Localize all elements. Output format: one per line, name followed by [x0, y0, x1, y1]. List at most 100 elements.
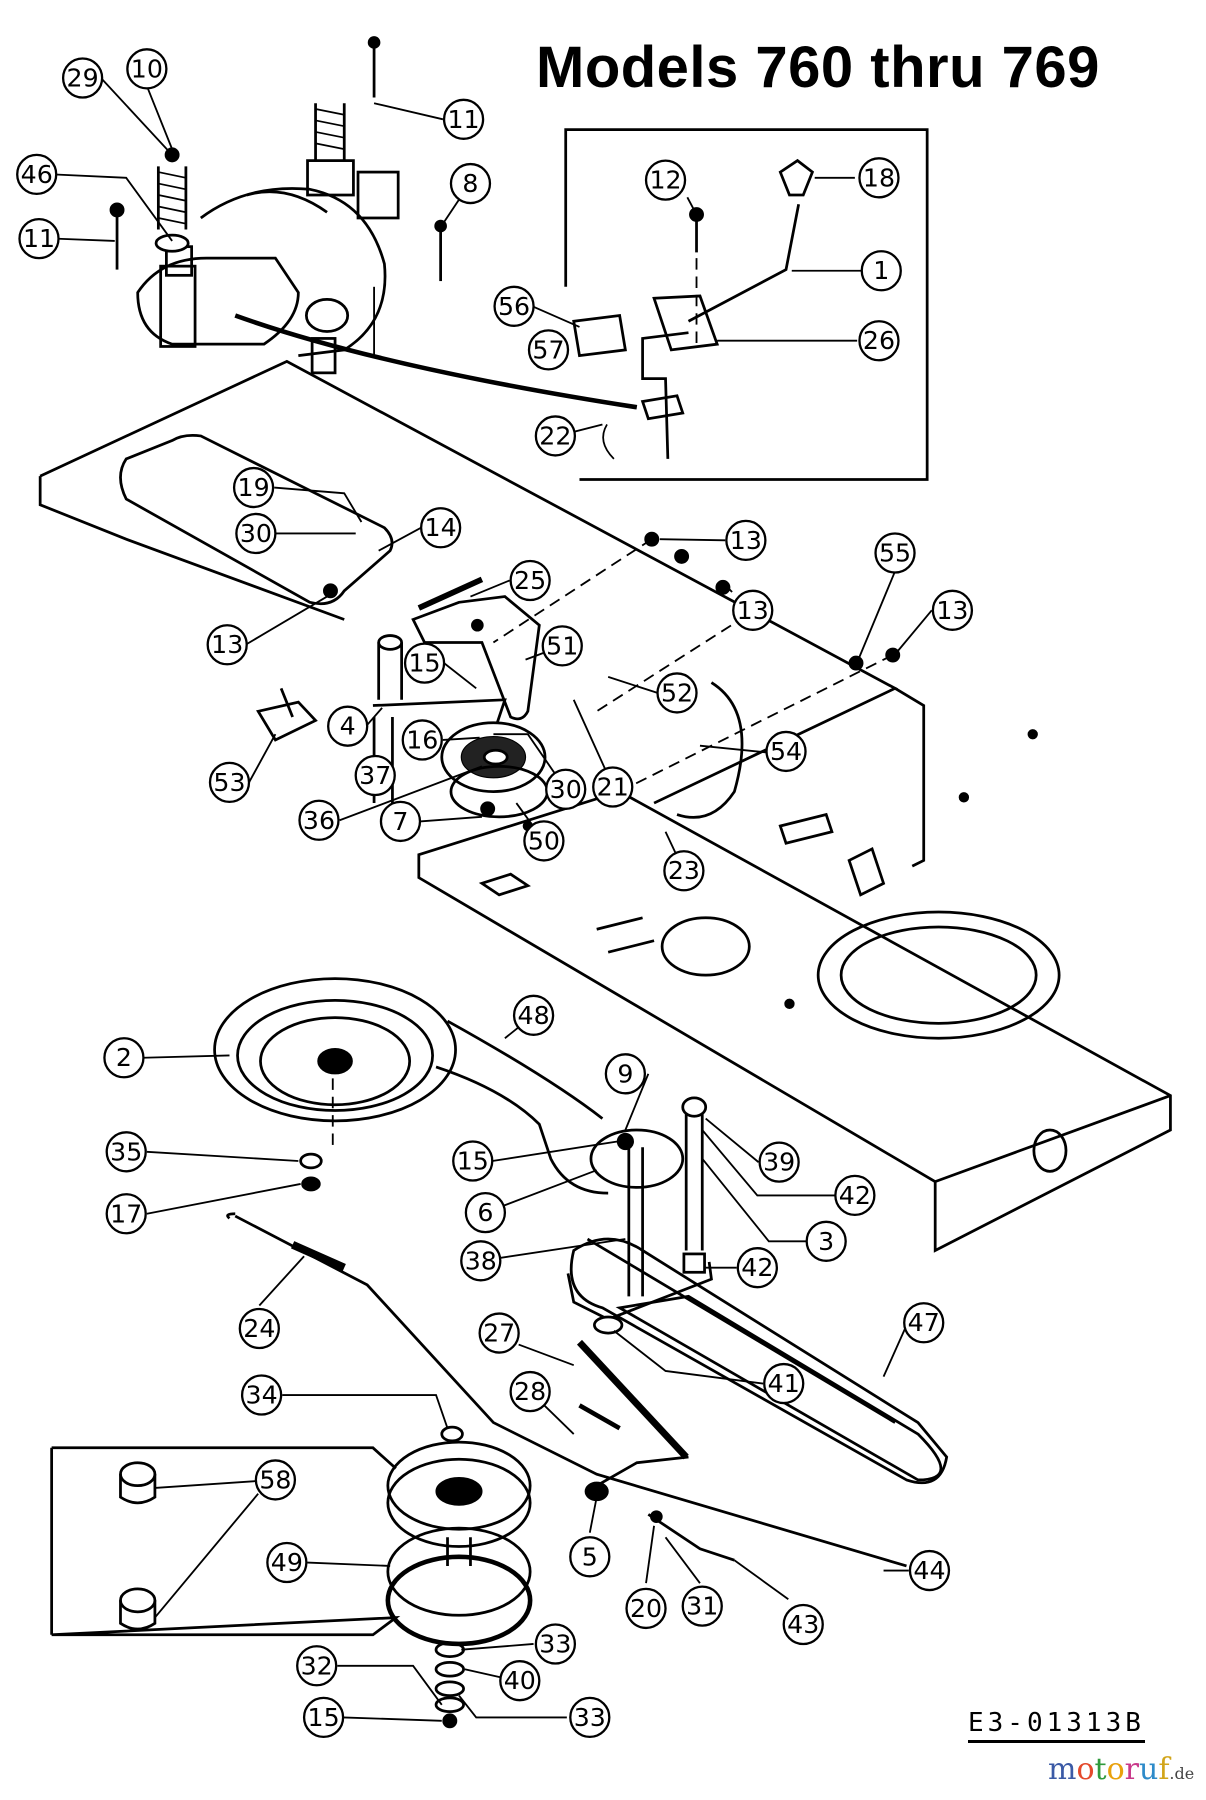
callout-balloon-2: 2: [103, 1037, 145, 1079]
callout-circle: [782, 1603, 824, 1646]
callout-balloon-39: 39: [758, 1141, 800, 1183]
callout-number: 11: [23, 224, 55, 253]
watermark-letter: m: [1048, 1752, 1077, 1787]
callout-circle: [765, 730, 807, 773]
callout-balloon-33: 33: [534, 1623, 577, 1665]
callout-circle: [327, 705, 369, 747]
idler-assembly: [256, 576, 549, 819]
callout-number: 36: [303, 806, 335, 835]
callout-balloon-22: 22: [534, 415, 577, 457]
callout-balloon-24: 24: [238, 1307, 280, 1350]
callout-number: 21: [597, 772, 629, 801]
watermark-logo: motoruf.de: [1048, 1752, 1194, 1787]
callout-circle: [105, 1193, 147, 1235]
callout-number: 20: [630, 1594, 662, 1623]
callout-number: 56: [498, 292, 530, 321]
callout-number: 54: [770, 737, 802, 766]
callout-circle: [725, 519, 767, 561]
callout-number: 27: [483, 1319, 515, 1348]
callout-number: 28: [514, 1377, 546, 1406]
callout-balloon-49: 49: [266, 1541, 308, 1584]
callout-circle: [931, 589, 974, 631]
callout-number: 1: [873, 256, 889, 285]
callout-number: 16: [406, 725, 438, 754]
callout-number: 26: [863, 326, 895, 355]
deck-belt: [615, 1294, 943, 1482]
callout-balloon-13: 13: [732, 589, 774, 631]
callout-circle: [534, 415, 577, 457]
leader-lines: [52, 77, 933, 1722]
callout-balloon-20: 20: [625, 1587, 667, 1630]
watermark-letter: f: [1158, 1752, 1170, 1787]
callout-number: 41: [768, 1369, 800, 1398]
callout-number: 50: [528, 826, 560, 855]
callout-circle: [834, 1174, 876, 1217]
callout-number: 38: [465, 1246, 497, 1275]
callout-circle: [523, 820, 565, 862]
callout-balloon-7: 7: [379, 800, 422, 843]
callout-circle: [460, 1240, 502, 1282]
callout-balloon-54: 54: [765, 730, 807, 773]
callout-circle: [126, 48, 168, 90]
callout-balloon-56: 56: [493, 285, 535, 327]
callout-circle: [449, 162, 492, 205]
callout-number: 53: [213, 768, 245, 797]
watermark-letter: o: [1076, 1752, 1095, 1787]
callout-circle: [656, 672, 698, 714]
callout-circle: [644, 159, 687, 201]
callout-number: 11: [448, 105, 480, 134]
callout-circle: [61, 57, 104, 99]
callout-number: 32: [301, 1651, 333, 1680]
callout-balloon-17: 17: [105, 1193, 147, 1235]
callout-circle: [569, 1696, 611, 1739]
callout-balloon-55: 55: [874, 532, 916, 574]
watermark-letter: o: [1106, 1752, 1125, 1787]
callout-balloon-19: 19: [232, 466, 275, 509]
callout-number: 46: [21, 160, 53, 189]
callout-circle: [858, 320, 900, 362]
callout-balloon-15: 15: [302, 1696, 345, 1739]
callout-circle: [908, 1549, 951, 1592]
callout-balloon-48: 48: [512, 994, 555, 1036]
callout-circle: [16, 153, 58, 196]
callout-balloon-10: 10: [126, 48, 168, 90]
callout-balloon-25: 25: [509, 559, 551, 602]
callout-balloon-13: 13: [931, 589, 974, 631]
callout-number: 14: [425, 513, 457, 542]
callout-balloon-38: 38: [460, 1240, 502, 1282]
callout-number: 23: [668, 856, 700, 885]
callout-circle: [903, 1302, 945, 1344]
callout-balloon-31: 31: [681, 1585, 723, 1627]
callout-number: 8: [462, 169, 478, 198]
callout-circle: [235, 512, 277, 555]
callout-balloon-30: 30: [545, 768, 587, 810]
callout-balloon-11: 11: [442, 98, 485, 140]
callout-number: 47: [908, 1308, 940, 1337]
callout-number: 13: [211, 630, 243, 659]
callout-circle: [534, 1623, 577, 1665]
callout-number: 5: [582, 1542, 598, 1571]
callout-circle: [874, 532, 916, 574]
callout-number: 57: [532, 335, 564, 364]
callout-number: 10: [131, 54, 163, 83]
callout-number: 30: [550, 775, 582, 804]
callout-number: 22: [539, 421, 571, 450]
callout-number: 35: [110, 1137, 142, 1166]
callout-balloon-26: 26: [858, 320, 900, 362]
watermark-letter: u: [1138, 1752, 1159, 1787]
callout-balloon-42: 42: [736, 1247, 778, 1289]
callout-circle: [105, 1131, 147, 1173]
callout-number: 42: [839, 1181, 871, 1210]
callout-balloon-6: 6: [464, 1191, 507, 1234]
callout-balloon-23: 23: [663, 850, 705, 892]
callout-number: 43: [787, 1610, 819, 1639]
callout-circle: [442, 98, 485, 140]
callout-number: 33: [539, 1629, 571, 1658]
transmission-pulley: [213, 977, 609, 1195]
callout-balloon-11: 11: [18, 217, 60, 260]
callout-number: 29: [67, 64, 99, 93]
callout-circle: [302, 1696, 345, 1739]
callout-circle: [732, 589, 774, 631]
callout-balloon-41: 41: [763, 1362, 805, 1405]
callout-number: 51: [546, 631, 578, 660]
